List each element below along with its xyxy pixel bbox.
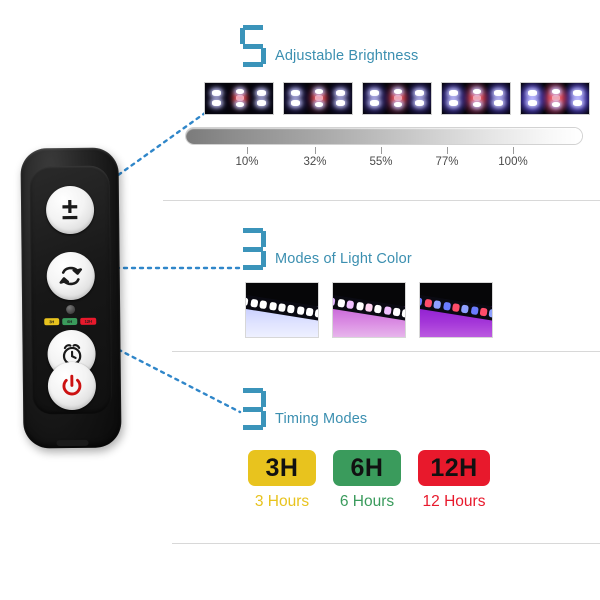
light-mode-thumb-purple-pink	[332, 282, 406, 338]
timing-badge-row: 3H 3 Hours 6H 6 Hours 12H 12 Hours	[248, 450, 490, 511]
plus-minus-icon	[62, 199, 78, 220]
timing-mode-12h[interactable]: 12H 12 Hours	[418, 450, 490, 511]
chip-3h: 3H	[44, 318, 60, 326]
chip-6h: 6H	[62, 317, 78, 326]
digit-five-icon	[240, 25, 266, 67]
brightness-plus-minus-button[interactable]	[45, 185, 95, 235]
light-color-thumbnail-row	[245, 282, 493, 338]
cycle-arrows-icon	[59, 266, 83, 286]
brightness-heading-label: Adjustable Brightness	[275, 48, 419, 64]
light-mode-thumb-blue-red	[419, 282, 493, 338]
brightness-label-4: 77%	[435, 156, 459, 168]
brightness-label-1: 10%	[235, 156, 259, 168]
led-panel-level-2	[283, 82, 353, 115]
brightness-label-3: 55%	[369, 156, 393, 168]
brightness-thumbnail-row	[204, 82, 590, 115]
led-panel-level-3	[362, 82, 432, 115]
led-panel-level-5	[520, 82, 590, 115]
timing-badge-3h[interactable]: 3H	[248, 450, 316, 486]
power-button[interactable]	[47, 361, 97, 411]
led-panel-level-1	[204, 82, 274, 115]
timer-indicator-chips: 3H 6H 12H	[44, 317, 97, 326]
digit-three-icon	[240, 388, 266, 430]
tick-5	[513, 147, 514, 154]
timing-heading: Timing Modes	[240, 388, 367, 430]
timing-label-12h: 12 Hours	[422, 493, 486, 510]
tick-3	[381, 147, 382, 154]
remote-foot	[56, 439, 89, 447]
chip-12h: 12H	[80, 317, 97, 325]
tick-1	[247, 147, 248, 154]
tick-2	[315, 147, 316, 154]
light-color-mode-button[interactable]	[46, 251, 96, 301]
timing-badge-6h[interactable]: 6H	[333, 450, 401, 486]
light-mode-thumb-white-blue	[245, 282, 319, 338]
timing-badge-12h[interactable]: 12H	[418, 450, 490, 486]
timing-label-6h: 6 Hours	[339, 493, 395, 510]
brightness-label-5: 100%	[498, 156, 528, 168]
light-color-heading-label: Modes of Light Color	[275, 251, 412, 267]
led-remote-control[interactable]: 3H 6H 12H	[20, 147, 122, 449]
brightness-label-2: 32%	[303, 156, 327, 168]
digit-three-icon	[240, 228, 266, 270]
indicator-led	[66, 304, 76, 315]
power-icon	[62, 374, 82, 396]
brightness-gradient-bar[interactable]	[186, 128, 582, 144]
tick-4	[447, 147, 448, 154]
timing-mode-3h[interactable]: 3H 3 Hours	[248, 450, 316, 511]
timing-mode-6h[interactable]: 6H 6 Hours	[333, 450, 401, 511]
divider-light-color	[172, 351, 600, 352]
divider-brightness	[163, 200, 600, 201]
led-panel-level-4	[441, 82, 511, 115]
brightness-heading: Adjustable Brightness	[240, 25, 418, 67]
light-color-heading: Modes of Light Color	[240, 228, 412, 270]
timing-label-3h: 3 Hours	[254, 493, 310, 510]
timing-heading-label: Timing Modes	[275, 411, 368, 427]
divider-timing	[172, 543, 600, 544]
